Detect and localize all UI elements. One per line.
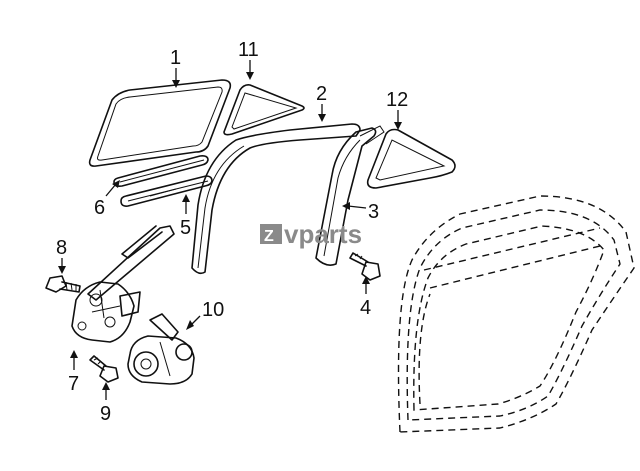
- regulator-motor-part-10[interactable]: [127, 313, 195, 385]
- rear-door-shell-outline: [397, 195, 635, 433]
- run-channel-part-2[interactable]: [191, 123, 361, 275]
- callout-12: 12: [386, 89, 408, 111]
- callout-3: 3: [368, 201, 379, 223]
- callout-7: 7: [68, 373, 79, 395]
- callout-5: 5: [180, 217, 191, 239]
- window-regulator-part-7[interactable]: [71, 225, 175, 343]
- callout-4: 4: [360, 297, 371, 319]
- watermark-prefix: Z: [264, 228, 274, 245]
- callout-6: 6: [94, 197, 105, 219]
- weatherstrip-part-5[interactable]: [120, 175, 213, 207]
- bolt-part-4[interactable]: [349, 252, 381, 281]
- callout-2: 2: [316, 83, 327, 105]
- watermark-text: vparts: [284, 219, 362, 249]
- quarter-glass-part-11[interactable]: [223, 84, 305, 136]
- door-glass-part-1[interactable]: [88, 79, 232, 167]
- rear-channel-part-3[interactable]: [315, 125, 385, 266]
- callout-9: 9: [100, 403, 111, 425]
- bolt-part-8[interactable]: [45, 275, 81, 293]
- callout-1: 1: [170, 47, 181, 69]
- weatherstrip-part-6[interactable]: [113, 155, 209, 187]
- callout-8: 8: [56, 237, 67, 259]
- watermark-logo: Z vparts: [260, 219, 362, 249]
- fixed-quarter-glass-part-12[interactable]: [366, 128, 456, 189]
- callout-10: 10: [202, 299, 224, 321]
- bolt-part-9[interactable]: [89, 355, 119, 383]
- leader-lines: [58, 60, 402, 400]
- callout-11: 11: [238, 39, 259, 61]
